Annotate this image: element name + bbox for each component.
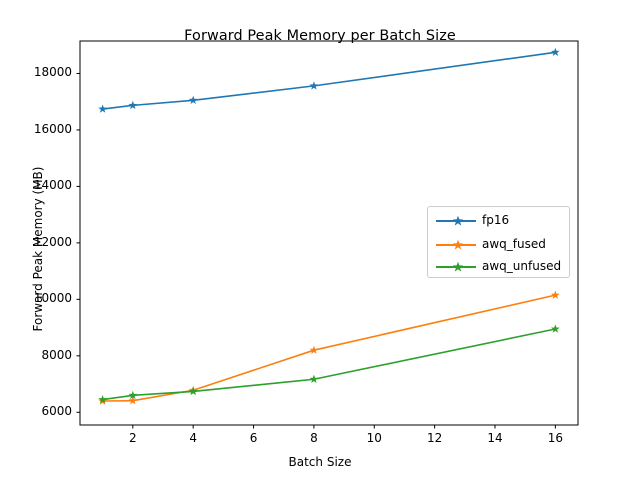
x-tick-label: 14 — [487, 431, 503, 445]
series-fp16 — [98, 47, 560, 113]
y-tick-label: 16000 — [33, 121, 72, 136]
x-tick-label: 8 — [310, 431, 318, 445]
y-tick-label: 18000 — [33, 65, 72, 80]
y-tick-label: 14000 — [33, 178, 72, 193]
y-tick-label: 6000 — [41, 404, 72, 419]
star-marker-icon — [452, 215, 464, 226]
x-tick-label: 12 — [426, 431, 443, 445]
data-point-marker — [309, 374, 319, 383]
data-point-marker — [309, 81, 319, 90]
data-series-layer — [98, 47, 560, 405]
data-point-marker — [550, 324, 560, 333]
data-point-marker — [128, 396, 138, 405]
series-line — [102, 294, 556, 402]
legend-label: awq_fused — [482, 237, 546, 251]
data-point-marker — [128, 100, 138, 110]
legend-item-2[interactable]: awq_unfused — [428, 255, 571, 279]
series-awq_unfused — [98, 324, 560, 404]
star-marker-icon — [452, 239, 464, 250]
y-tick-label: 12000 — [33, 234, 72, 249]
y-tick-label: 10000 — [33, 291, 72, 306]
series-awq_fused — [98, 290, 560, 405]
x-axis-label: Batch Size — [288, 455, 352, 469]
x-tick-label: 10 — [366, 431, 382, 445]
y-tick-label: 8000 — [41, 347, 72, 362]
legend-label: fp16 — [482, 213, 510, 227]
axes-frame — [79, 40, 579, 426]
data-point-marker — [98, 104, 108, 113]
series-line — [102, 328, 556, 401]
legend-label: awq_unfused — [482, 259, 562, 273]
star-marker-icon — [452, 261, 464, 272]
chart-legend: fp16 awq_fused awq_unfused — [427, 206, 570, 278]
x-tick-label: 4 — [189, 431, 197, 445]
data-point-marker — [188, 386, 198, 396]
data-point-marker — [550, 290, 560, 299]
data-point-marker — [98, 394, 108, 404]
data-point-marker — [188, 95, 198, 105]
data-point-marker — [128, 390, 138, 400]
data-point-marker — [550, 47, 560, 57]
legend-item-1[interactable]: awq_fused — [428, 233, 571, 257]
legend-item-0[interactable]: fp16 — [428, 209, 571, 233]
x-tick-label: 6 — [249, 431, 258, 445]
chart-title: Forward Peak Memory per Batch Size — [184, 28, 456, 44]
x-tick-label: 2 — [128, 431, 137, 445]
axis-ticks — [76, 72, 556, 429]
series-line — [102, 51, 556, 110]
x-tick-label: 16 — [547, 431, 563, 445]
data-point-marker — [309, 345, 319, 354]
